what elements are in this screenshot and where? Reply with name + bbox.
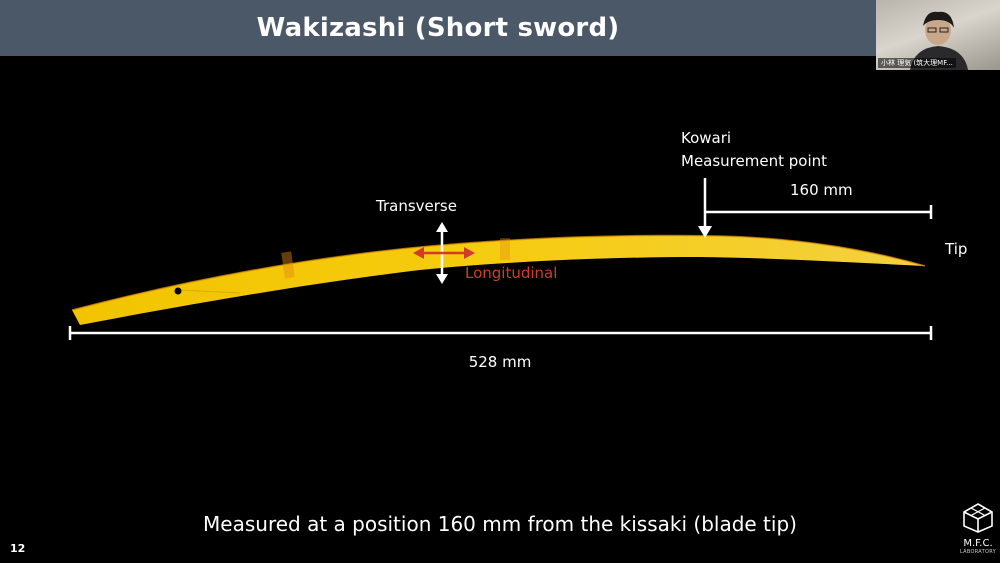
total-length-label: 528 mm bbox=[469, 353, 532, 371]
logo-name: M.F.C. bbox=[963, 538, 993, 549]
participant-video-tile[interactable]: 小林 理気 (筑大理MF... bbox=[876, 0, 1000, 70]
lab-logo: M.F.C. LABORATORY bbox=[958, 502, 998, 555]
slide-title-bar: Wakizashi (Short sword) bbox=[0, 0, 876, 56]
longitudinal-label: Longitudinal bbox=[465, 264, 557, 282]
longitudinal-arrow bbox=[413, 247, 475, 259]
sword-blade bbox=[71, 234, 926, 325]
cube-logo-icon bbox=[963, 503, 993, 533]
tip-label: Tip bbox=[944, 240, 967, 258]
page-number: 12 bbox=[10, 542, 26, 555]
participant-name: 小林 理気 (筑大理MF... bbox=[878, 58, 956, 68]
total-length-bracket bbox=[68, 326, 933, 340]
kowari-label: Kowari bbox=[681, 129, 731, 147]
mekugi-hole bbox=[174, 287, 182, 295]
distance-160-bracket bbox=[705, 205, 933, 219]
distance-160-label: 160 mm bbox=[790, 181, 853, 199]
measurement-point-label: Measurement point bbox=[681, 152, 827, 170]
logo-subtitle: LABORATORY bbox=[959, 549, 997, 555]
measurement-point-marker bbox=[698, 178, 712, 238]
slide-title: Wakizashi (Short sword) bbox=[256, 13, 620, 43]
slide-caption: Measured at a position 160 mm from the k… bbox=[203, 512, 797, 536]
transverse-label: Transverse bbox=[375, 197, 457, 215]
